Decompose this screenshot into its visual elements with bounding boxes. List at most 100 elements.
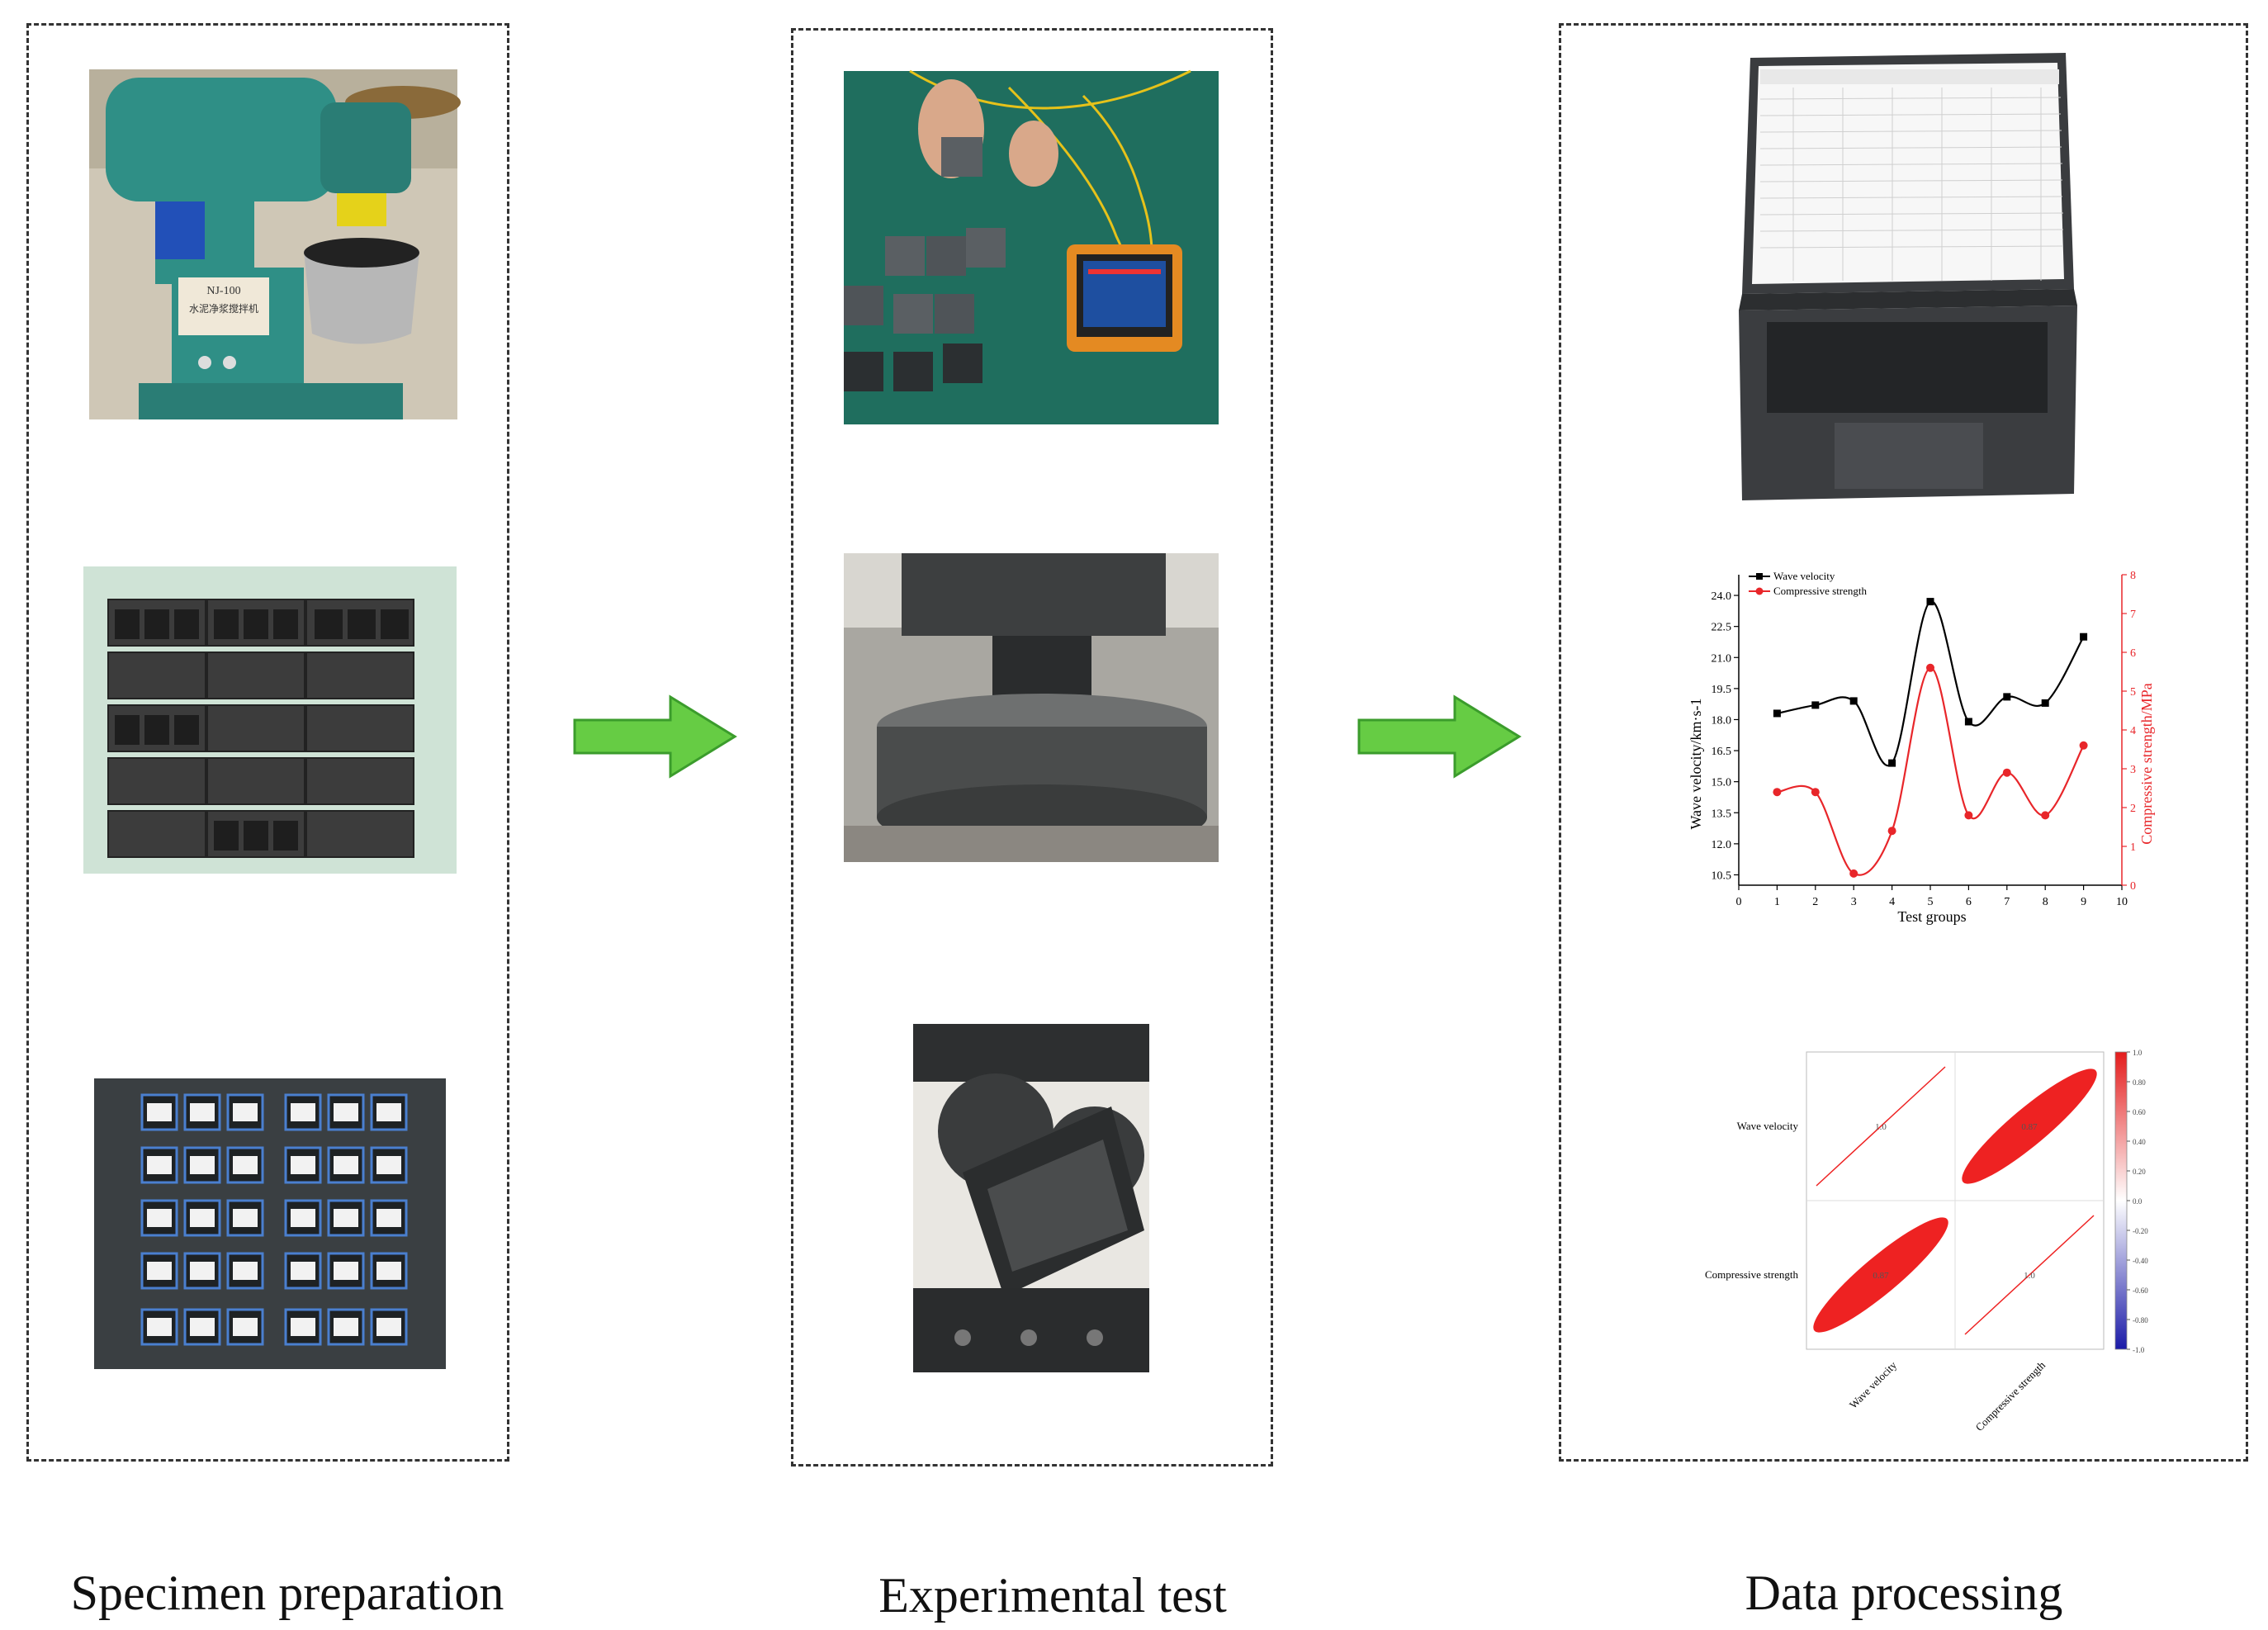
colorbar-tick-label: -0.80 — [2133, 1316, 2148, 1324]
colorbar-tick-label: -0.60 — [2133, 1286, 2148, 1295]
compressive-strength-point — [1811, 788, 1820, 797]
x-tick-label: 7 — [2004, 896, 2010, 908]
correlation-value-label: 0.87 — [2021, 1122, 2038, 1132]
x-tick-label: 8 — [2043, 896, 2048, 908]
specimen-molds-photo — [83, 566, 457, 874]
colorbar-tick-label: 0.20 — [2133, 1168, 2146, 1176]
cement-mixer-photo: NJ-100 水泥净浆搅拌机 — [89, 69, 461, 419]
y-tick-label: 16.5 — [1712, 746, 1732, 758]
mixer-model-label: NJ-100 — [206, 285, 240, 297]
y-tick-label: 15.0 — [1712, 777, 1732, 789]
wave-velocity-point — [2041, 699, 2049, 707]
y-tick-label: 18.0 — [1712, 714, 1732, 727]
wave-velocity-point — [1811, 701, 1820, 709]
compressive-strength-point — [1849, 869, 1858, 878]
compressive-strength-point — [1773, 788, 1782, 797]
correlation-value-label: 0.87 — [1873, 1271, 1889, 1281]
y2-tick-label: 4 — [2130, 725, 2136, 737]
y2-tick-label: 1 — [2130, 841, 2136, 854]
correlation-ellipse — [1962, 1069, 2097, 1184]
stage-label-experimental-test: Experimental test — [878, 1568, 1227, 1623]
wave-velocity-point — [2003, 693, 2011, 701]
wave-velocity-point — [1926, 598, 1934, 606]
shear-test-photo — [913, 1024, 1149, 1372]
y2-tick-label: 6 — [2130, 647, 2136, 660]
x-tick-label: 0 — [1736, 896, 1742, 908]
compressive-strength-point — [2079, 741, 2088, 750]
compressive-strength-line — [1777, 666, 2085, 876]
line-chart-legend: Wave velocity Compressive strength — [1749, 570, 1868, 597]
laptop-photo — [1727, 41, 2081, 504]
x-tick-label: 1 — [1774, 896, 1780, 908]
colorbar-tick-label: 0.0 — [2133, 1197, 2143, 1206]
y2-tick-label: 2 — [2130, 803, 2136, 815]
x-tick-label: 10 — [2116, 896, 2128, 908]
column-variable-label: Wave velocity — [1847, 1358, 1900, 1411]
molds-grid — [83, 566, 457, 874]
y-tick-label: 13.5 — [1712, 808, 1732, 820]
legend-compressive-strength-marker — [1755, 587, 1764, 595]
colorbar-tick-label: 0.60 — [2133, 1108, 2146, 1116]
colorbar-tick-label: 1.0 — [2133, 1049, 2143, 1057]
compression-test-photo — [844, 553, 1219, 862]
wave-velocity-point — [1849, 697, 1858, 705]
correlation-value-label: 1.0 — [1875, 1122, 1887, 1132]
x-tick-label: 9 — [2081, 896, 2086, 908]
data-processing-panel — [1559, 23, 2248, 1462]
legend-wave-velocity-label: Wave velocity — [1773, 570, 1835, 582]
wave-velocity-point — [1964, 718, 1972, 726]
x-axis-title: Test groups — [1897, 908, 1966, 925]
flow-arrow-2 — [1357, 694, 1522, 779]
correlation-value-label: 1.0 — [2024, 1271, 2035, 1281]
y2-tick-label: 7 — [2130, 609, 2136, 621]
y-tick-label: 19.5 — [1712, 684, 1732, 696]
wave-velocity-point — [1888, 759, 1896, 767]
y2-tick-label: 8 — [2130, 570, 2136, 582]
stage-label-specimen-preparation: Specimen preparation — [70, 1566, 504, 1620]
colorbar-tick-label: -0.20 — [2133, 1227, 2148, 1235]
colorbar-tick-label: 0.80 — [2133, 1078, 2146, 1087]
y2-tick-label: 0 — [2130, 880, 2136, 893]
ultrasonic-test-photo — [844, 69, 1219, 424]
cured-specimens-photo — [94, 1078, 446, 1369]
y-tick-label: 10.5 — [1712, 869, 1732, 882]
flow-arrow-1 — [573, 694, 737, 779]
x-tick-label: 5 — [1928, 896, 1934, 908]
colorbar-gradient — [2114, 1051, 2128, 1350]
y2-tick-label: 3 — [2130, 764, 2136, 776]
compressive-strength-point — [2041, 811, 2050, 820]
row-variable-label: Wave velocity — [1737, 1120, 1799, 1132]
x-tick-label: 4 — [1889, 896, 1895, 908]
y2-tick-label: 5 — [2130, 686, 2136, 699]
y-tick-label: 21.0 — [1712, 652, 1732, 665]
legend-wave-velocity-marker — [1756, 573, 1763, 580]
compressive-strength-point — [1964, 811, 1973, 820]
x-tick-label: 6 — [1966, 896, 1972, 908]
compressive-strength-point — [1926, 663, 1934, 672]
compressive-strength-point — [2002, 768, 2011, 777]
y2-axis-title: Compressive strength/MPa — [2138, 683, 2155, 845]
colorbar-tick-label: -0.40 — [2133, 1257, 2148, 1265]
x-tick-label: 3 — [1851, 896, 1857, 908]
specimen-cubes-grid — [94, 1078, 446, 1369]
correlation-diagonal-line — [1816, 1066, 1946, 1187]
wave-velocity-point — [2080, 633, 2088, 641]
mixer-caption: 水泥净浆搅拌机 — [189, 302, 258, 315]
line-chart-series — [1773, 598, 2088, 878]
y-tick-label: 12.0 — [1712, 839, 1732, 851]
y-tick-label: 24.0 — [1712, 590, 1732, 603]
colorbar-tick-label: -1.0 — [2133, 1346, 2145, 1354]
experimental-test-panel — [791, 28, 1273, 1467]
x-tick-label: 2 — [1812, 896, 1818, 908]
y-axis-title: Wave velocity/km·s-1 — [1688, 698, 1704, 829]
correlation-diagonal-line — [1964, 1215, 2095, 1335]
correlation-ellipse — [1813, 1217, 1948, 1333]
legend-compressive-strength-label: Compressive strength — [1773, 585, 1868, 597]
y-tick-label: 22.5 — [1712, 622, 1732, 634]
wave-velocity-point — [1773, 709, 1781, 718]
wave-velocity-line — [1777, 600, 2085, 767]
